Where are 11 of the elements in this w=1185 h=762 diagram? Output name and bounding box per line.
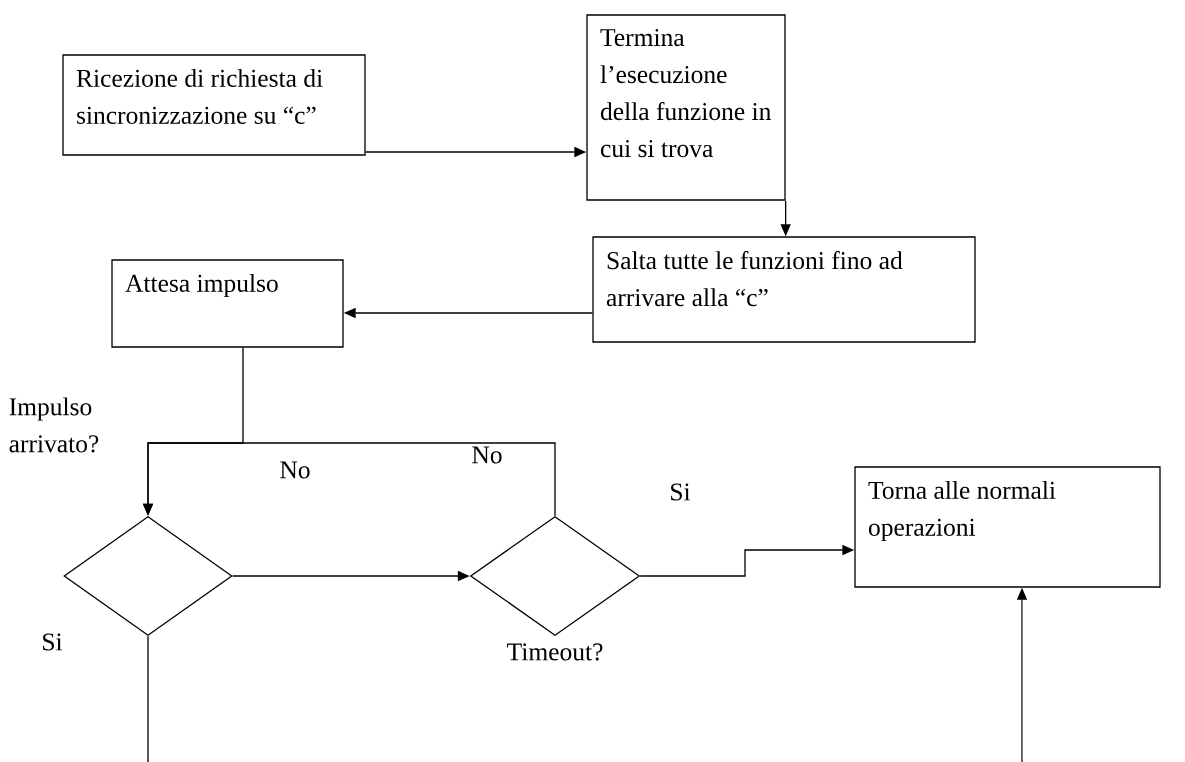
decision-label: Timeout? — [507, 643, 603, 661]
text-label: No — [280, 461, 310, 479]
text-label: No — [472, 446, 502, 464]
process-box: Termina l’esecuzione della funzione in cui si trova — [586, 14, 786, 201]
edge-label: Si — [671, 483, 691, 501]
process-box: Torna alle normali operazioni — [854, 466, 1161, 588]
edge-label: Si — [43, 633, 63, 651]
process-box: Ricezione di richiesta di sincronizzazione su “c” — [62, 54, 366, 156]
text-label: Impulso arrivato? — [9, 397, 99, 453]
process-box: Salta tutte le funzioni fino ad arrivare alla “c” — [592, 236, 976, 343]
process-box: Attesa impulso — [111, 259, 344, 348]
